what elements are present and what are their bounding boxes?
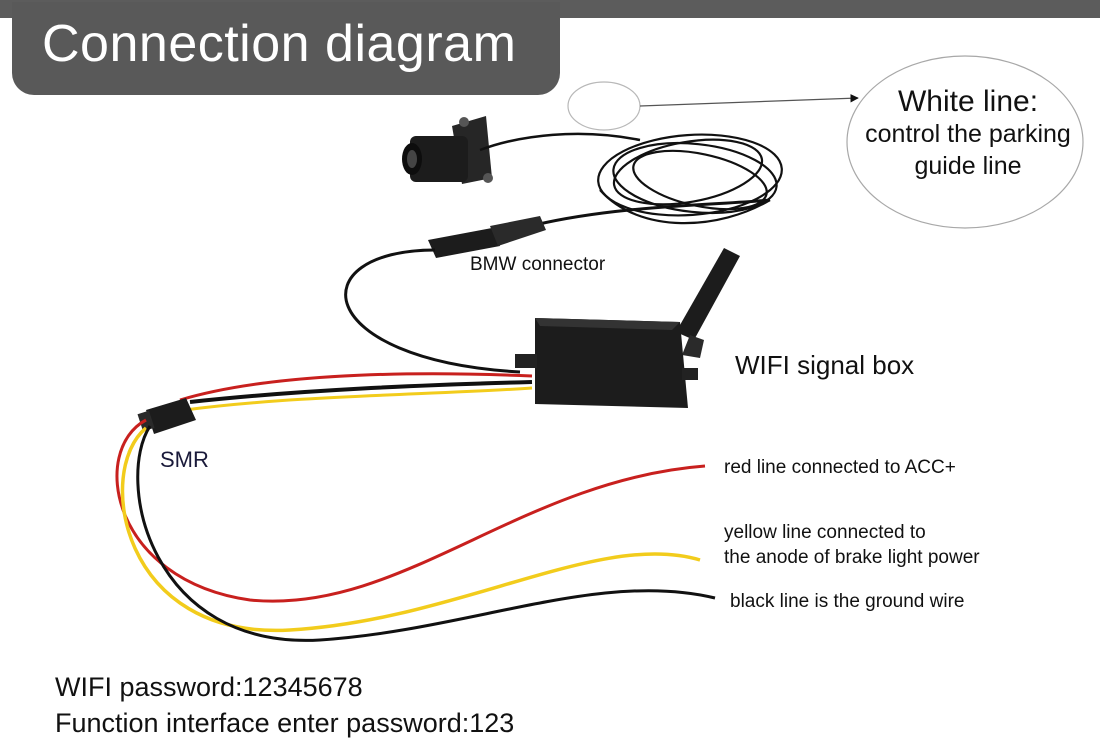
bmw-connector-plug <box>428 216 546 258</box>
antenna <box>676 248 740 358</box>
red-line-label: red line connected to ACC+ <box>724 457 956 478</box>
white-line-callout-bubble <box>846 55 1084 229</box>
black-wire <box>136 425 716 642</box>
function-password-text: Function interface enter password:123 <box>55 708 515 738</box>
connector-cable <box>344 248 521 374</box>
callout-arrow <box>639 94 859 107</box>
red-wire <box>115 418 706 603</box>
yellow-line-label: yellow line connected to the anode of br… <box>724 520 980 570</box>
white-line-callout-text: White line: control the parking guide li… <box>848 86 1088 182</box>
white-line-desc-2: guide line <box>914 152 1022 180</box>
yellow-line-label-1: yellow line connected to <box>724 522 926 543</box>
wifi-box-label: WIFI signal box <box>735 350 915 380</box>
white-line-title: White line: <box>897 85 1039 118</box>
wifi-password-text: WIFI password:12345678 <box>55 672 363 702</box>
yellow-wire <box>120 426 701 632</box>
white-line-desc-1: control the parking <box>865 120 1071 148</box>
smr-label: SMR <box>160 447 209 472</box>
camera-cable <box>479 132 641 152</box>
wire-bundle-yellow <box>184 386 533 412</box>
black-line-label: black line is the ground wire <box>730 591 965 612</box>
camera <box>402 116 493 184</box>
wire-bundle-red <box>179 372 533 402</box>
cable-to-connector <box>534 198 771 227</box>
wifi-signal-box <box>515 318 698 408</box>
page-title: Connection diagram <box>42 15 517 73</box>
title-badge: Connection diagram <box>12 2 560 95</box>
yellow-line-label-2: the anode of brake light power <box>724 547 980 568</box>
coiled-cable <box>597 133 783 225</box>
white-line-highlight-circle <box>567 81 641 131</box>
wire-bundle-black <box>189 380 533 404</box>
bmw-connector-label: BMW connector <box>470 254 606 275</box>
